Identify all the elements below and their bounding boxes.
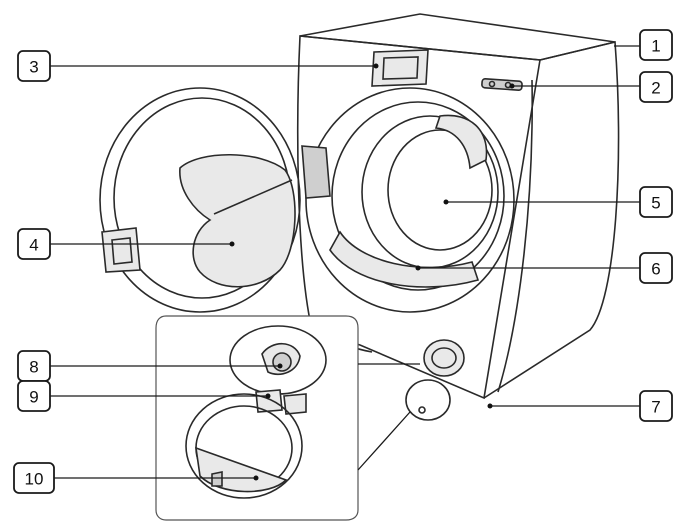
control-buttons [481,78,523,91]
callout-9: 9 [17,380,51,412]
callout-9-label: 9 [29,388,38,407]
drum-opening [301,87,515,313]
callout-5: 5 [639,186,673,218]
callout-7-label: 7 [651,398,660,417]
callout-3-label: 3 [29,58,38,77]
callout-10-label: 10 [25,470,44,489]
callout-6: 6 [639,252,673,284]
callout-1-label: 1 [651,37,660,56]
callout-4: 4 [17,228,51,260]
door [99,87,301,313]
filter-inset [155,315,420,521]
control-panel [371,49,429,87]
callout-7: 7 [639,390,673,422]
callout-8-label: 8 [29,358,38,377]
filter-cover-small [405,339,465,421]
callout-2: 2 [639,71,673,103]
callout-10: 10 [13,462,55,494]
callout-6-label: 6 [651,260,660,279]
callout-3: 3 [17,50,51,82]
callout-4-label: 4 [29,236,38,255]
callout-5-label: 5 [651,194,660,213]
callout-2-label: 2 [651,79,660,98]
callout-8: 8 [17,350,51,382]
leader-lines [50,45,640,481]
callout-1: 1 [639,29,673,61]
